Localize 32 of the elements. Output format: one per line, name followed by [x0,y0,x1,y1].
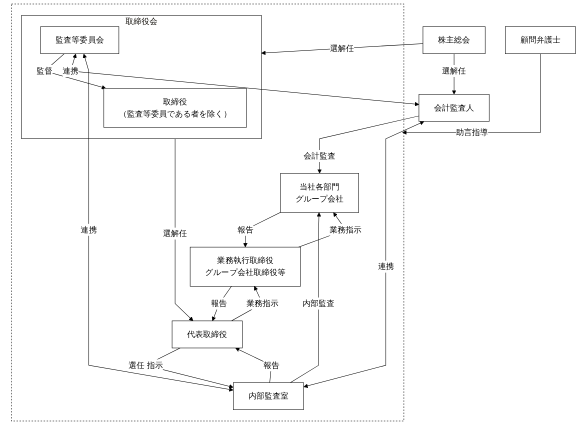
node-box: 代表取締役 [172,320,243,348]
edge-label: 報告 [237,224,254,234]
cluster [11,4,404,422]
node-box: 取締役 （監査等委員である者を除く） [104,88,247,128]
arrow [290,212,322,383]
edge-label: 監督 [36,66,53,76]
edge-label: 連携 [62,66,79,76]
edge-label: 内部監査 [302,298,335,308]
edge-label: 連携 [378,262,394,272]
edge-label: 選解任 [163,228,188,238]
edge-label: 業務指示 [330,224,362,234]
node-box: 顧問弁護士 [505,26,576,54]
edge-label: 報告 [263,360,280,370]
node-box: 当社各部門 グループ会社 [280,173,359,213]
node-box: 監査等委員会 [40,26,120,54]
arrow [304,121,424,388]
edge-label: 報告 [211,298,228,308]
edge-label: 選解任 [442,66,466,76]
node-box: 内部監査室 [233,382,304,410]
node-box: 業務執行取締役 グループ会社取締役等 [190,246,301,286]
node-box: 会計監査人 [418,94,490,122]
arrow [174,138,194,322]
edge-label: 選任 指示 [128,360,163,370]
arrow [243,212,281,248]
edge-label: 業務指示 [246,298,278,308]
arrow [70,54,420,106]
edge-label: 選解任 [330,43,354,53]
edge-label: 連携 [80,224,97,234]
edge-label: 会計監査 [304,151,336,161]
edge-label: 助言指導 [456,127,488,137]
arrow [317,116,420,174]
node-box: 株主総会 [422,26,486,54]
